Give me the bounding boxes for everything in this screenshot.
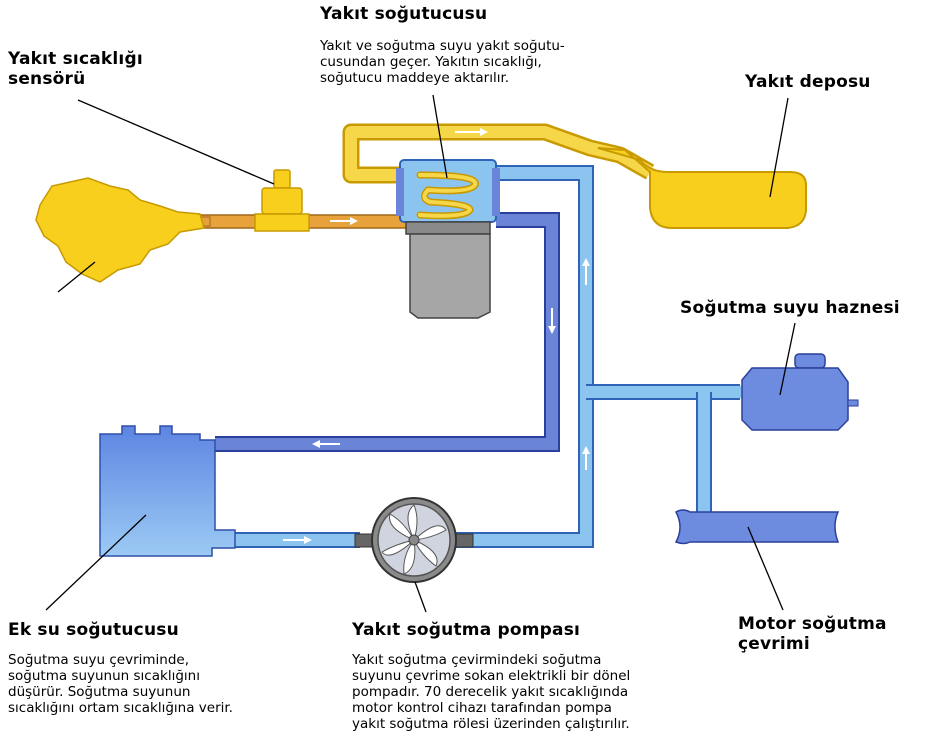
desc-line: Yakıt soğutma çevirmindeki soğutma bbox=[352, 652, 602, 668]
fuel-cooler-desc: Yakıt ve soğutma suyu yakıt soğutu- cusu… bbox=[320, 38, 565, 86]
title-line: Yakıt sıcaklığı bbox=[8, 49, 143, 69]
cooling-pump-desc: Yakıt soğutma çevirmindeki soğutma suyun… bbox=[352, 652, 630, 732]
desc-line: Yakıt ve soğutma suyu yakıt soğutu- bbox=[320, 38, 565, 54]
desc-line: düşürür. Soğutma suyunun bbox=[8, 684, 191, 700]
desc-line: Soğutma suyu çevriminde, bbox=[8, 652, 190, 668]
auxiliary-cooler bbox=[99, 425, 236, 557]
fuel-temperature-sensor bbox=[254, 169, 310, 232]
desc-line: motor kontrol cihazı tarafından pompa bbox=[352, 700, 612, 716]
aux-cooler-title: Ek su soğutucusu bbox=[8, 620, 179, 640]
title-line: sensörü bbox=[8, 69, 86, 89]
desc-line: pompadır. 70 derecelik yakıt sıcaklığınd… bbox=[352, 684, 629, 700]
desc-line: suyunu çevrime sokan elektrikli bir döne… bbox=[352, 668, 631, 684]
engine-circuit-title: Motor soğutma çevrimi bbox=[738, 614, 887, 654]
desc-line: sıcaklığını ortam sıcaklığına verir. bbox=[8, 700, 233, 716]
cooling-pump-title: Yakıt soğutma pompası bbox=[352, 620, 581, 640]
temp-sensor-title: Yakıt sıcaklığı sensörü bbox=[8, 49, 143, 89]
engine-pump-icon bbox=[35, 177, 205, 283]
fuel-cooler-title: Yakıt soğutucusu bbox=[320, 4, 488, 24]
fuel-filter bbox=[405, 221, 491, 319]
desc-line: soğutucu maddeye aktarılır. bbox=[320, 70, 510, 86]
fuel-cooler bbox=[396, 159, 500, 223]
desc-line: cusundan geçer. Yakıtın sıcaklığı, bbox=[320, 54, 542, 70]
coolant-reservoir bbox=[741, 353, 859, 431]
fuel-tank-title: Yakıt deposu bbox=[745, 72, 871, 92]
aux-cooler-desc: Soğutma suyu çevriminde, soğutma suyunun… bbox=[8, 652, 233, 716]
coolant-feed-line bbox=[235, 165, 742, 548]
desc-line: soğutma suyunun sıcaklığını bbox=[8, 668, 200, 684]
fuel-cooling-pump bbox=[354, 497, 474, 583]
title-line: çevrimi bbox=[738, 634, 810, 654]
coolant-return-line bbox=[215, 212, 560, 452]
coolant-reservoir-title: Soğutma suyu haznesi bbox=[680, 298, 900, 318]
fuel-tank bbox=[597, 147, 807, 229]
desc-line: yakıt soğutma rölesi üzerinden çalıştırı… bbox=[352, 716, 630, 732]
title-line: Motor soğutma bbox=[738, 614, 887, 634]
engine-cooling-circuit bbox=[674, 509, 840, 545]
leader-lines bbox=[45, 94, 796, 613]
